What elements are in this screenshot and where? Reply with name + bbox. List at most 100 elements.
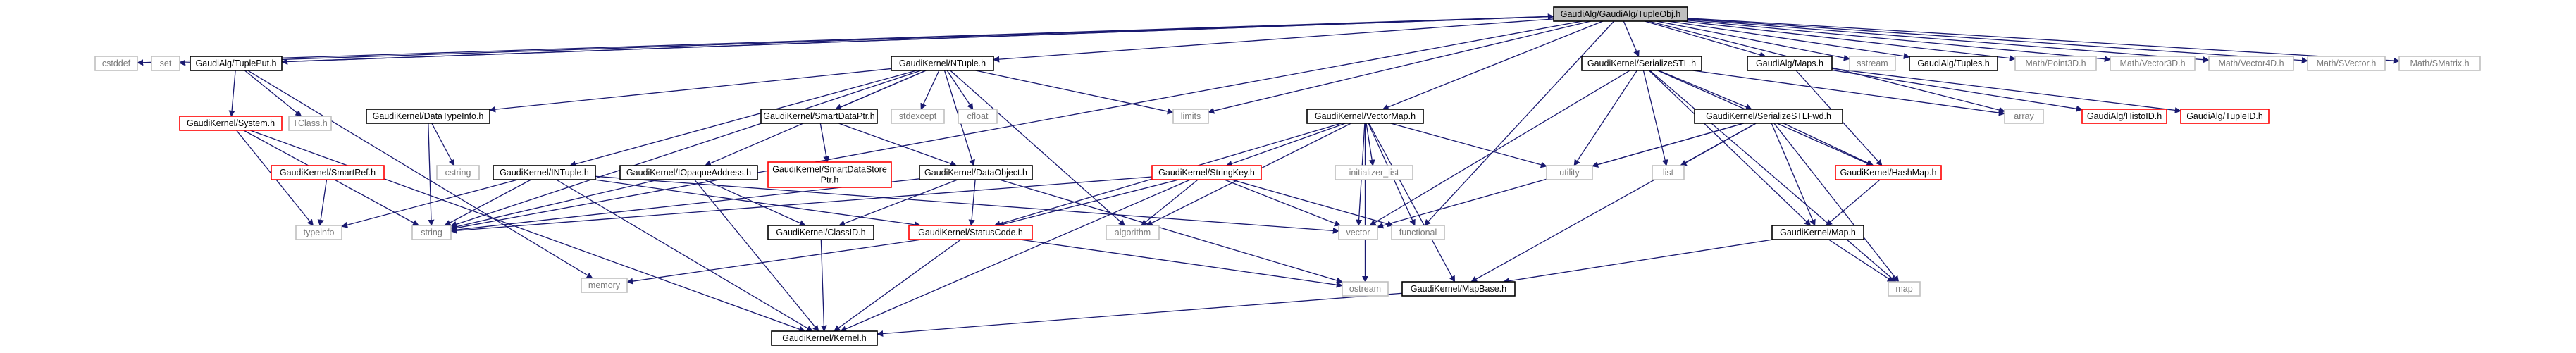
node-system-box — [179, 116, 283, 131]
node-smartdataptr[interactable]: GaudiKernel/SmartDataPtr.h — [760, 109, 878, 124]
node-tclass-box — [288, 116, 332, 131]
node-stringkey-box — [1151, 165, 1262, 180]
node-stringkey-label: GaudiKernel/StringKey.h — [1158, 168, 1255, 178]
node-map_h[interactable]: GaudiKernel/Map.h — [1771, 225, 1864, 240]
node-stdexcept-box — [891, 109, 945, 124]
node-tupleid-box — [2180, 109, 2270, 124]
edge-root-to-maps — [1645, 20, 1766, 58]
node-kernel[interactable]: GaudiKernel/Kernel.h — [771, 330, 878, 346]
edge-statuscode-to-kernel — [834, 239, 962, 332]
node-stringkey[interactable]: GaudiKernel/StringKey.h — [1151, 165, 1262, 180]
node-limits-box — [1172, 109, 1209, 124]
node-system[interactable]: GaudiKernel/System.h — [179, 116, 283, 131]
node-mapbase-box — [1401, 281, 1516, 297]
node-mapbase[interactable]: GaudiKernel/MapBase.h — [1401, 281, 1516, 297]
node-sstream-box — [1849, 56, 1896, 71]
node-tupleput[interactable]: GaudiAlg/TuplePut.h — [190, 56, 283, 71]
edge-iopaque-to-classid — [704, 179, 806, 226]
edge-root-to-point3d — [1683, 20, 2016, 62]
node-iopaque-label: GaudiKernel/IOpaqueAddress.h — [626, 168, 751, 178]
node-utility-label: utility — [1559, 168, 1580, 178]
node-vector3d-box — [2110, 56, 2196, 71]
edge-datatypeinfo-to-string — [428, 123, 435, 226]
node-cfloat-box — [958, 109, 998, 124]
node-kernel-label: GaudiKernel/Kernel.h — [782, 333, 867, 343]
node-system-label: GaudiKernel/System.h — [187, 118, 275, 128]
edge-dataobject-to-ostream — [999, 179, 1343, 284]
node-set-box — [151, 56, 180, 71]
node-set-label: set — [160, 58, 172, 68]
edge-root-to-string — [450, 20, 1583, 231]
node-classid-box — [767, 225, 874, 240]
edge-serstlfwd-to-hashmap — [1783, 123, 1874, 166]
node-histoid[interactable]: GaudiAlg/HistoID.h — [2081, 109, 2167, 124]
edge-serstl-to-vector — [1369, 70, 1630, 226]
edge-intuple-to-typeinfo — [341, 179, 519, 228]
edge-iopaque-to-kernel — [694, 179, 819, 332]
node-smartref-label: GaudiKernel/SmartRef.h — [280, 168, 376, 178]
node-smartdataptr-box — [760, 109, 878, 124]
edge-ntuple-to-intuple — [569, 70, 917, 168]
edge-root-to-functional — [1424, 20, 1615, 226]
node-smatrix-box — [2398, 56, 2481, 71]
node-mapbase-label: GaudiKernel/MapBase.h — [1411, 284, 1506, 294]
node-histoid-label: GaudiAlg/HistoID.h — [2087, 111, 2162, 121]
node-string-box — [411, 225, 452, 240]
node-statuscode[interactable]: GaudiKernel/StatusCode.h — [908, 225, 1033, 240]
edge-vectormap-to-utility — [1390, 123, 1547, 168]
node-array: array — [2004, 109, 2044, 124]
node-classid[interactable]: GaudiKernel/ClassID.h — [767, 225, 874, 240]
node-vectormap[interactable]: GaudiKernel/VectorMap.h — [1306, 109, 1424, 124]
edge-statuscode-to-ostream — [1020, 239, 1343, 288]
node-tupleid[interactable]: GaudiAlg/TupleID.h — [2180, 109, 2270, 124]
node-list-label: list — [1663, 168, 1674, 178]
edge-ntuple-to-string — [450, 70, 922, 228]
node-hashmap[interactable]: GaudiKernel/HashMap.h — [1835, 165, 1942, 180]
node-smatrix: Math/SMatrix.h — [2398, 56, 2481, 71]
edge-datatypeinfo-to-cstring — [431, 123, 455, 166]
node-root[interactable]: GaudiAlg/GaudiAlg/TupleObj.h — [1553, 6, 1688, 22]
edge-tupleput-to-system — [228, 70, 236, 117]
edge-serstlfwd-to-map_h — [1771, 123, 1816, 226]
node-datatypeinfo-label: GaudiKernel/DataTypeInfo.h — [373, 111, 484, 121]
node-intuple-box — [493, 165, 596, 180]
node-cstring-box — [436, 165, 480, 180]
node-initlist-label: initializer_list — [1349, 168, 1399, 178]
node-ntuple[interactable]: GaudiKernel/NTuple.h — [891, 56, 994, 71]
node-map: map — [1888, 281, 1921, 297]
node-vector4d: Math/Vector4D.h — [2208, 56, 2294, 71]
node-tupleput-label: GaudiAlg/TuplePut.h — [196, 58, 277, 68]
node-svector-box — [2307, 56, 2386, 71]
node-serstlfwd[interactable]: GaudiKernel/SerializeSTLFwd.h — [1694, 109, 1843, 124]
node-datatypeinfo[interactable]: GaudiKernel/DataTypeInfo.h — [366, 109, 490, 124]
node-serstl[interactable]: GaudiKernel/SerializeSTL.h — [1581, 56, 1702, 71]
node-maps-label: GaudiAlg/Maps.h — [1756, 58, 1823, 68]
node-intuple[interactable]: GaudiKernel/INTuple.h — [493, 165, 596, 180]
node-initlist-box — [1335, 165, 1413, 180]
edge-vectormap-to-initlist — [1366, 123, 1375, 166]
node-svector: Math/SVector.h — [2307, 56, 2386, 71]
edge-tupleput-to-memory — [247, 70, 593, 279]
node-smartref[interactable]: GaudiKernel/SmartRef.h — [271, 165, 385, 180]
node-maps-box — [1747, 56, 1833, 71]
node-serstlfwd-box — [1694, 109, 1843, 124]
node-root-box — [1553, 6, 1688, 22]
node-string: string — [411, 225, 452, 240]
node-iopaque[interactable]: GaudiKernel/IOpaqueAddress.h — [619, 165, 758, 180]
edge-stringkey-to-kernel — [840, 179, 1191, 332]
node-statuscode-label: GaudiKernel/StatusCode.h — [918, 228, 1023, 237]
edge-dataobject-to-statuscode — [968, 179, 976, 226]
node-dataobject[interactable]: GaudiKernel/DataObject.h — [919, 165, 1033, 180]
edge-serstlfwd-to-map — [1773, 123, 1900, 283]
edge-ntuple-to-algorithm — [950, 70, 1125, 226]
node-point3d-label: Math/Point3D.h — [2025, 58, 2086, 68]
node-maps[interactable]: GaudiAlg/Maps.h — [1747, 56, 1833, 71]
node-tuples[interactable]: GaudiAlg/Tuples.h — [1909, 56, 1998, 71]
node-cstddef-label: cstddef — [102, 58, 131, 68]
node-serstl-box — [1581, 56, 1702, 71]
edge-smartdataptr-to-smartdatastoreptr — [819, 123, 830, 163]
node-typeinfo-label: typeinfo — [304, 228, 335, 237]
edge-root-to-vector3d — [1687, 20, 2111, 63]
